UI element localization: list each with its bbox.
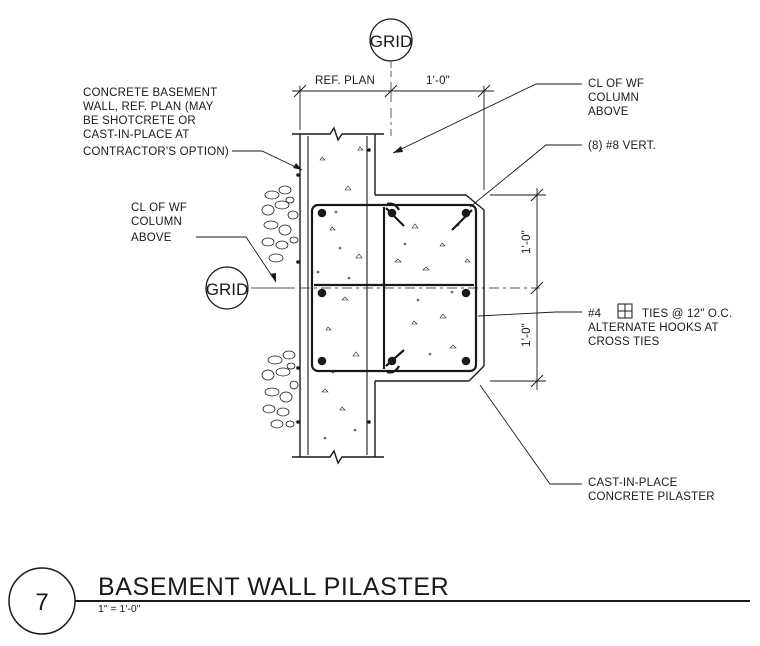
note-basement-wall: CONCRETE BASEMENT WALL, REF. PLAN (MAY B… <box>83 87 229 158</box>
grid-lines <box>251 62 540 289</box>
detail-scale: 1" = 1'-0" <box>98 603 141 615</box>
detail-number: 7 <box>35 589 48 616</box>
svg-text:ABOVE: ABOVE <box>131 232 172 244</box>
note-cl-left: CL OF WF COLUMN ABOVE <box>131 202 187 244</box>
dim-ref-plan: REF. PLAN <box>315 75 375 87</box>
dim-right-lower: 1'-0" <box>521 323 533 347</box>
svg-text:ALTERNATE HOOKS AT: ALTERNATE HOOKS AT <box>588 322 719 334</box>
note-ties: #4 TIES @ 12" O.C. ALTERNATE HOOKS AT CR… <box>588 303 732 348</box>
svg-text:CONCRETE PILASTER: CONCRETE PILASTER <box>588 491 715 503</box>
svg-text:CROSS TIES: CROSS TIES <box>588 336 660 348</box>
svg-text:WALL, REF. PLAN (MAY: WALL, REF. PLAN (MAY <box>83 101 214 113</box>
svg-text:CAST-IN-PLACE: CAST-IN-PLACE <box>588 477 678 489</box>
vertical-bars <box>317 208 471 366</box>
leader-lines <box>196 83 582 485</box>
note-pilaster: CAST-IN-PLACE CONCRETE PILASTER <box>588 477 715 503</box>
leader-arrows <box>270 146 403 282</box>
dim-right-upper: 1'-0" <box>521 230 533 254</box>
note-cl-right: CL OF WF COLUMN ABOVE <box>588 78 644 118</box>
gravel-hatch <box>261 185 299 429</box>
detail-title: BASEMENT WALL PILASTER <box>98 573 449 601</box>
svg-text:#4: #4 <box>588 308 602 320</box>
svg-text:(8) #8 VERT.: (8) #8 VERT. <box>588 140 656 152</box>
svg-text:CL OF WF: CL OF WF <box>131 202 187 214</box>
svg-text:ABOVE: ABOVE <box>588 106 629 118</box>
note-vertical-bars: (8) #8 VERT. <box>588 140 656 152</box>
title-block: 7 BASEMENT WALL PILASTER 1" = 1'-0" <box>8 567 750 635</box>
svg-text:CONCRETE BASEMENT: CONCRETE BASEMENT <box>83 87 217 99</box>
svg-text:BE SHOTCRETE OR: BE SHOTCRETE OR <box>83 115 196 127</box>
grid-label-left: GRID <box>206 280 249 299</box>
svg-text:COLUMN: COLUMN <box>131 216 182 228</box>
svg-text:COLUMN: COLUMN <box>588 92 639 104</box>
dimension-right <box>490 188 546 390</box>
svg-text:CONTRACTOR'S OPTION): CONTRACTOR'S OPTION) <box>83 146 229 158</box>
grid-bubble-top: GRID <box>369 18 413 62</box>
dimension-top <box>292 84 494 190</box>
svg-text:CAST-IN-PLACE AT: CAST-IN-PLACE AT <box>83 129 190 141</box>
concrete-outline <box>292 126 485 465</box>
svg-text:TIES @ 12" O.C.: TIES @ 12" O.C. <box>642 308 732 320</box>
tie-symbol-icon <box>617 303 633 319</box>
concrete-aggregate <box>316 146 471 440</box>
grid-bubble-left: GRID <box>205 266 249 310</box>
wall-reinforcing <box>307 136 368 455</box>
wall-rebar-dots <box>296 148 371 424</box>
svg-text:CL OF WF: CL OF WF <box>588 78 644 90</box>
grid-label-top: GRID <box>370 32 413 51</box>
dim-top-1ft: 1'-0" <box>426 75 450 87</box>
